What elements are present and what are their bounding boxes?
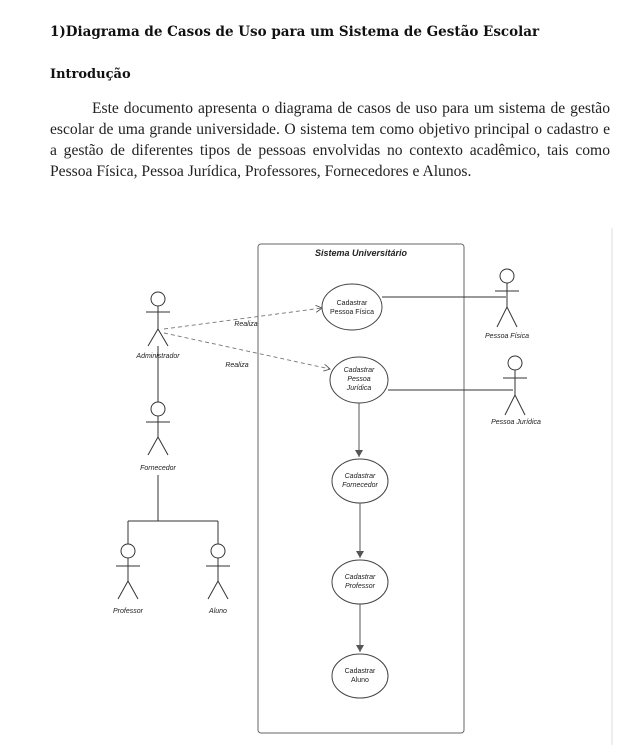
actor-administrador bbox=[146, 291, 170, 347]
actor-professor bbox=[116, 543, 140, 600]
system-boundary bbox=[257, 243, 465, 734]
svg-text:Cadastrar: Cadastrar bbox=[345, 668, 376, 675]
realiza-label-2: Realiza bbox=[225, 362, 248, 369]
actor-fornecedor-label: Fornecedor bbox=[140, 465, 176, 472]
actor-professor-label: Professor bbox=[113, 608, 144, 615]
generalization-tree bbox=[127, 475, 219, 544]
actor-pessoa-fisica bbox=[495, 268, 519, 328]
actor-pessoa-juridica-label: Pessoa Jurídica bbox=[491, 419, 541, 426]
system-boundary-label: Sistema Universitário bbox=[315, 248, 408, 258]
intro-paragraph: Este documento apresenta o diagrama de c… bbox=[50, 100, 610, 180]
actor-aluno-label: Aluno bbox=[208, 608, 227, 615]
actor-pessoa-fisica-label: Pessoa Física bbox=[485, 333, 529, 340]
svg-text:Cadastrar: Cadastrar bbox=[337, 300, 368, 307]
svg-text:Cadastrar: Cadastrar bbox=[344, 367, 375, 374]
document-heading: 1)Diagrama de Casos de Uso para um Siste… bbox=[50, 24, 540, 40]
section-heading: Introdução bbox=[50, 67, 131, 82]
svg-text:Professor: Professor bbox=[345, 583, 376, 590]
svg-text:Fornecedor: Fornecedor bbox=[342, 482, 378, 489]
svg-text:Cadastrar: Cadastrar bbox=[345, 574, 376, 581]
use-case-cadastrar-professor: Cadastrar Professor bbox=[331, 559, 389, 605]
actor-aluno bbox=[206, 543, 230, 600]
svg-text:Pessoa Física: Pessoa Física bbox=[330, 309, 374, 316]
svg-text:Aluno: Aluno bbox=[351, 677, 369, 684]
svg-text:Cadastrar: Cadastrar bbox=[345, 473, 376, 480]
realiza-link-pf bbox=[163, 308, 322, 330]
realiza-link-pj bbox=[163, 332, 330, 369]
actor-pessoa-juridica bbox=[503, 355, 527, 416]
svg-text:Pessoa: Pessoa bbox=[347, 376, 370, 383]
svg-text:Jurídica: Jurídica bbox=[346, 385, 372, 392]
use-case-cadastrar-fornecedor: Cadastrar Fornecedor bbox=[331, 458, 389, 504]
use-case-cadastrar-pessoa-fisica: Cadastrar Pessoa Física bbox=[321, 283, 383, 331]
use-case-cadastrar-pessoa-juridica: Cadastrar Pessoa Jurídica bbox=[329, 356, 389, 404]
use-case-diagram: Sistema Universitário Cadastrar Pessoa F… bbox=[113, 228, 613, 745]
use-case-cadastrar-aluno: Cadastrar Aluno bbox=[331, 653, 389, 699]
realiza-label-1: Realiza bbox=[234, 321, 257, 328]
actor-fornecedor bbox=[146, 401, 170, 456]
